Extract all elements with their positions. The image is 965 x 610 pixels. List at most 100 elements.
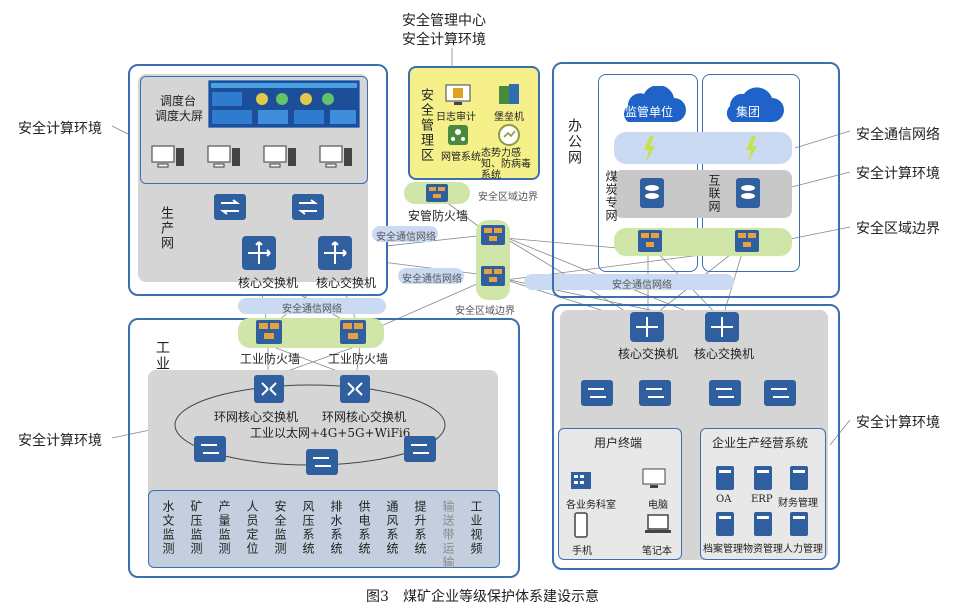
firewall-icon — [340, 320, 366, 344]
server-rack-icons — [716, 512, 808, 536]
server-icon — [640, 178, 664, 208]
industrial-system: 通风系统 — [385, 500, 399, 556]
group-label: 集团 — [736, 105, 761, 119]
internet-label: 互联网 — [707, 174, 721, 213]
ring-core-switch-icon — [254, 375, 284, 403]
ring-switch-label: 环网核心交换机 — [214, 410, 299, 424]
industrial-system: 产量监测 — [217, 500, 231, 556]
core-switch-label: 核心交换机 — [618, 347, 679, 361]
access-switch-icon — [581, 380, 613, 406]
industrial-system: 提升系统 — [413, 500, 427, 556]
terminal-item: 笔记本 — [642, 546, 672, 557]
ring-core-switch-icon — [340, 375, 370, 403]
ring-switch-label: 环网核心交换机 — [322, 410, 407, 424]
figure-caption: 图3 煤矿企业等级保护体系建设示意 — [366, 589, 599, 605]
log-audit-icon — [445, 84, 471, 105]
situation-awareness-icon — [498, 124, 520, 146]
mgmt-zone-label: 安全管理区 — [418, 88, 433, 163]
comm-label: 安全通信网络 — [376, 232, 436, 243]
comm-label: 安全通信网络 — [612, 280, 672, 291]
cloud-icon — [624, 86, 686, 122]
comm-label: 安全通信网络 — [282, 304, 342, 315]
comm-label-right: 安全通信网络 — [856, 127, 940, 143]
top-title-line2: 安全计算环境 — [402, 32, 486, 48]
office-net-label: 办公网 — [566, 118, 582, 166]
access-switch-icon — [764, 380, 796, 406]
bastion-host-icon — [499, 84, 519, 104]
phone-icon — [574, 512, 588, 538]
server-rack-icons — [716, 466, 808, 490]
core-switch-icon — [705, 312, 739, 342]
industrial-system: 风压系统 — [301, 500, 315, 556]
pc-monitors-icon — [151, 145, 352, 168]
env-label-right: 安全计算环境 — [856, 166, 940, 182]
env-label-bottom-right: 安全计算环境 — [856, 415, 940, 431]
comm-band — [238, 298, 386, 314]
env-label-top-left: 安全计算环境 — [18, 121, 102, 137]
desktop-icon — [642, 468, 666, 488]
dispatch-label-1: 调度台 — [160, 94, 197, 108]
access-switch-icon — [709, 380, 741, 406]
zone-label-right: 安全区域边界 — [856, 221, 940, 237]
firewall-icon — [481, 266, 505, 286]
terminal-item: 手机 — [572, 546, 592, 557]
laptop-icon — [645, 514, 671, 533]
office-lower-box — [552, 304, 840, 570]
firewall-icon — [638, 230, 662, 252]
business-item: 人力管理 — [783, 544, 823, 555]
regulator-label: 监管单位 — [625, 105, 674, 119]
mgmt-item: 日志审计 — [436, 112, 476, 123]
office-network-box — [552, 62, 840, 298]
building-icon — [571, 472, 591, 489]
core-switch-label: 核心交换机 — [316, 276, 377, 290]
mgmt-firewall-label: 安管防火墙 — [408, 209, 469, 223]
industrial-system: 工业视频 — [469, 500, 483, 556]
business-item: 档案管理 — [703, 544, 743, 555]
top-title-line1: 安全管理中心 — [402, 13, 486, 29]
access-switch-icon — [639, 380, 671, 406]
industrial-system: 供电系统 — [357, 500, 371, 556]
env-label-bottom-left: 安全计算环境 — [18, 433, 102, 449]
dispatch-screen-frame — [140, 76, 368, 184]
mgmt-zone-boundary-label: 安全区域边界 — [478, 192, 538, 203]
network-management-icon — [448, 125, 468, 145]
core-switch-label: 核心交换机 — [238, 276, 299, 290]
industrial-firewall-label: 工业防火墙 — [328, 352, 389, 366]
firewall-icon — [481, 225, 505, 245]
access-switch-icon — [404, 436, 436, 462]
industrial-system: 水文监测 — [161, 500, 175, 556]
access-switch-icon — [306, 449, 338, 475]
business-item: 财务管理 — [778, 498, 818, 509]
industrial-firewall-label: 工业防火墙 — [240, 352, 301, 366]
cloud-icon — [726, 87, 784, 122]
mgmt-item: 堡垒机 — [494, 112, 524, 123]
dashboard-screen-icon — [208, 80, 360, 128]
server-icon — [736, 178, 760, 208]
firewall-icon — [735, 230, 759, 252]
coal-net-label: 煤炭专网 — [604, 170, 618, 222]
office-comm-band — [614, 132, 792, 164]
firewall-icon — [426, 184, 448, 202]
business-item: 物资管理 — [743, 544, 783, 555]
industrial-systems-box — [148, 490, 500, 568]
access-switch-icon — [292, 194, 324, 220]
firewall-icon — [256, 320, 282, 344]
core-switch-icon — [318, 236, 352, 270]
industrial-system: 安全监测 — [273, 500, 287, 556]
comm-label: 安全通信网络 — [402, 274, 462, 285]
business-item: OA — [716, 494, 732, 505]
industrial-system: 排水系统 — [329, 500, 343, 556]
industrial-system: 矿压监测 — [189, 500, 203, 556]
core-switch-icon — [242, 236, 276, 270]
business-title: 企业生产经营系统 — [712, 436, 809, 450]
middle-zone-boundary-label: 安全区域边界 — [455, 306, 515, 317]
comm-band — [524, 274, 734, 290]
mgmt-item: 态势力感知、防病毒系统 — [481, 148, 531, 181]
industrial-system: 输送带运输 — [441, 500, 455, 570]
production-net-label: 生产网 — [158, 206, 173, 251]
business-item: ERP — [751, 494, 773, 505]
core-switch-label: 核心交换机 — [694, 347, 755, 361]
mgmt-item: 网管系统 — [441, 152, 481, 163]
industrial-system: 人员定位 — [245, 500, 259, 556]
terminal-item: 各业务科室 — [566, 500, 616, 511]
